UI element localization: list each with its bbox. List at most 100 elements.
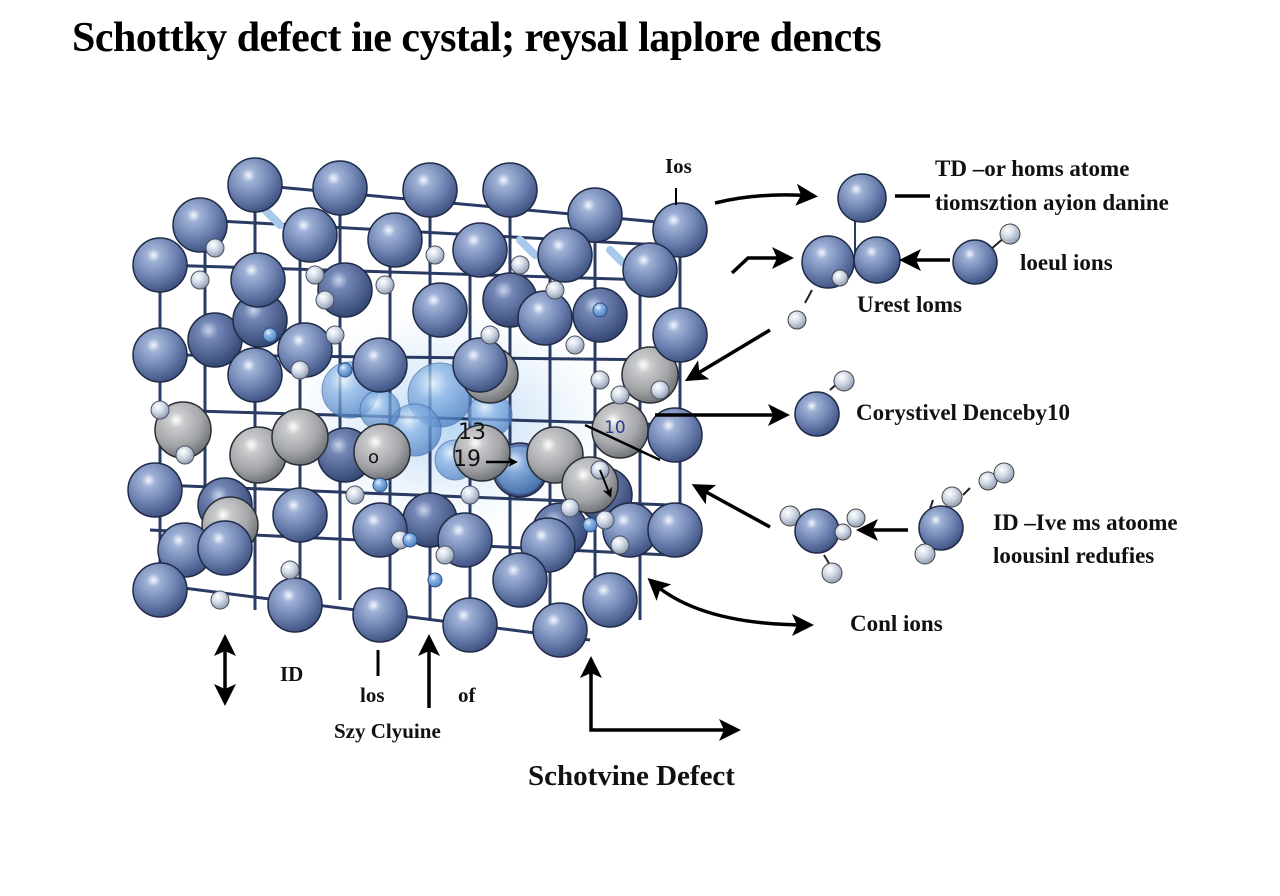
ion-icon-top — [837, 173, 887, 223]
accent-atom — [592, 302, 608, 318]
vacancy-sphere — [453, 424, 511, 482]
small-atom — [210, 590, 230, 610]
blue-cation-sphere — [272, 487, 328, 543]
inner-annotation-13: 13 — [458, 420, 486, 445]
blue-cation-sphere — [132, 237, 188, 293]
blue-cation-sphere — [227, 157, 283, 213]
blue-cation-sphere — [532, 602, 588, 658]
blue-cation-sphere — [492, 552, 548, 608]
blue-cation-sphere — [132, 562, 188, 618]
accent-atom — [582, 517, 598, 533]
small-atom — [545, 280, 565, 300]
label-local-ions: loeul ions — [1020, 250, 1113, 275]
small-atom — [460, 485, 480, 505]
blue-cation-sphere — [537, 227, 593, 283]
small-atom — [650, 380, 670, 400]
small-atom — [325, 325, 345, 345]
small-atom — [375, 275, 395, 295]
blue-cation-sphere — [567, 187, 623, 243]
small-atom — [560, 498, 580, 518]
small-atom — [315, 290, 335, 310]
arrow-left-icon — [691, 484, 771, 529]
small-atom — [190, 270, 210, 290]
blue-cation-sphere — [482, 162, 538, 218]
highlight-bond — [606, 246, 626, 266]
label-id-line2: loousinl redufies — [993, 543, 1155, 568]
arrow-right-icon — [730, 247, 794, 275]
blue-cation-sphere — [517, 290, 573, 346]
small-atom — [345, 485, 365, 505]
small-atom — [425, 245, 445, 265]
blue-cation-sphere — [412, 282, 468, 338]
blue-cation-sphere — [352, 587, 408, 643]
corner-arrow-icon — [589, 672, 741, 741]
inner-annotation-o: o — [368, 447, 380, 468]
label-bottom-caption: Schotvine Defect — [528, 760, 735, 792]
inner-arrow — [599, 469, 613, 498]
label-urest-loms: Urest loms — [857, 292, 962, 317]
diagram-title: Schottky defect iıe cystal; reysal laplo… — [72, 15, 882, 61]
highlight-bond — [516, 236, 539, 259]
blue-cation-sphere — [267, 577, 323, 633]
small-atom — [610, 385, 630, 405]
blue-cation-sphere — [582, 572, 638, 628]
small-atom — [590, 370, 610, 390]
label-conl-ions: Conl ions — [850, 611, 943, 636]
front-layer-spheres — [127, 157, 708, 658]
accent-atom — [427, 572, 443, 588]
label-crystal-density: Corystivel Denceby10 — [856, 400, 1070, 425]
inner-annotation-10: 10 — [604, 418, 626, 438]
small-atom — [435, 545, 455, 565]
ion-pair-right — [853, 236, 901, 284]
blue-cation-sphere — [352, 337, 408, 393]
small-atom — [290, 360, 310, 380]
blue-cation-sphere — [282, 207, 338, 263]
blue-cation-sphere — [452, 222, 508, 278]
label-bottom-id: ID — [280, 662, 304, 686]
vacancy-sphere — [271, 408, 329, 466]
small-atoms — [150, 238, 670, 610]
blue-cation-sphere — [647, 502, 703, 558]
inner-annotation-19: 19 — [453, 447, 481, 472]
blue-cation-sphere — [172, 197, 228, 253]
blue-cation-sphere — [230, 252, 286, 308]
small-atom — [480, 325, 500, 345]
blue-cation-sphere — [622, 242, 678, 298]
blue-cation-sphere — [312, 160, 368, 216]
accent-atom — [262, 327, 278, 343]
accent-atom — [372, 477, 388, 493]
label-id-line1: ID –Ive ms atoome — [993, 510, 1178, 535]
label-td-line1: TD –or homs atome — [935, 156, 1130, 181]
blue-cation-sphere — [132, 327, 188, 383]
id-molecule-right — [918, 505, 964, 551]
local-ion-icon — [952, 239, 998, 285]
small-atom — [305, 265, 325, 285]
blue-cation-sphere — [647, 407, 703, 463]
blue-cation-sphere — [227, 347, 283, 403]
blue-cation-sphere — [652, 202, 708, 258]
small-atom — [595, 510, 615, 530]
small-atom — [205, 238, 225, 258]
stray-small-atom — [787, 310, 807, 330]
blue-cation-sphere — [402, 162, 458, 218]
small-atom — [150, 400, 170, 420]
accent-atom — [337, 362, 353, 378]
arrow-left-icon — [684, 328, 771, 382]
small-atom — [280, 560, 300, 580]
blue-cation-sphere — [367, 212, 423, 268]
right-side-molecules — [779, 173, 1021, 584]
small-atom — [565, 335, 585, 355]
blue-cation-sphere — [127, 462, 183, 518]
arrow-left-icon — [584, 423, 661, 462]
vacancy-sphere — [353, 423, 411, 481]
blue-cation-sphere — [442, 597, 498, 653]
small-atom — [175, 445, 195, 465]
blue-cation-sphere — [197, 520, 253, 576]
small-atom — [610, 535, 630, 555]
annotation-arrows — [214, 183, 950, 741]
label-bottom-of: of — [458, 683, 476, 707]
label-bottom-ios: los — [360, 683, 385, 707]
double-arrow-curved-icon — [647, 577, 814, 636]
small-atom — [510, 255, 530, 275]
